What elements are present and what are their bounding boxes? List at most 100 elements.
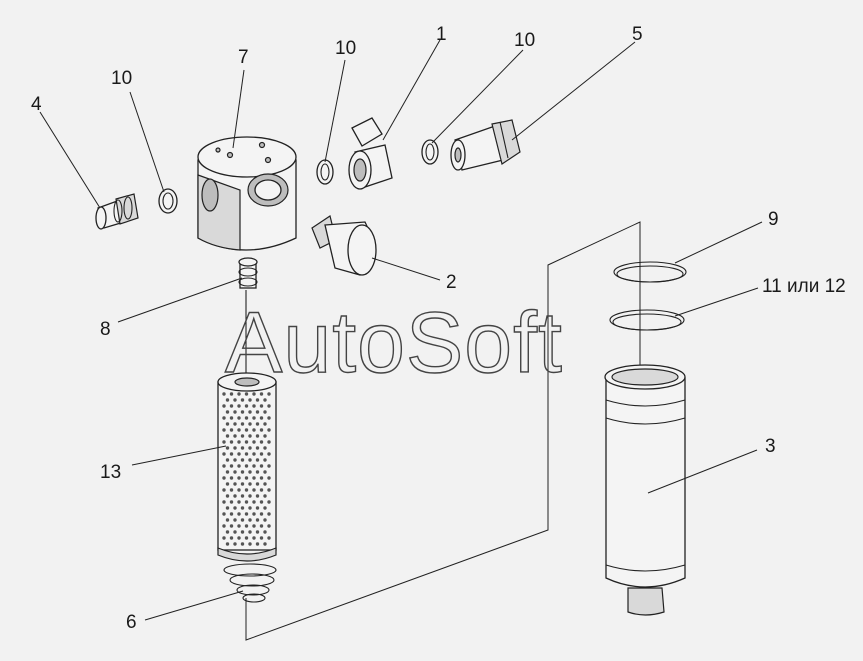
perforation-dot [229,404,234,408]
perforation-dot [248,434,252,438]
perforation-dot [255,458,260,462]
perforation-dot [233,518,237,522]
perforation-dot [233,506,237,510]
perforation-dot [267,476,271,480]
perforation-dot [255,446,260,450]
perforation-dot [248,470,252,474]
perforation-dot [252,488,256,492]
label-2: 2 [446,272,457,293]
leader-9 [674,221,763,264]
perforation-dot [229,500,234,504]
perforation-dot [267,512,271,516]
perforation-dot [259,536,264,540]
assembly-path-line [245,221,641,641]
perforation-dot [233,542,237,546]
label-6: 6 [126,612,137,633]
perforation-dot [225,482,230,486]
perforation-dot [263,530,267,534]
perforation-dot [255,494,260,498]
perforation-dot [225,434,230,438]
perforation-dot [240,458,245,462]
perforation-dot [233,494,237,498]
perforation-dot [237,476,241,480]
perforation-dot [222,452,226,456]
leader-10c [431,49,524,144]
perforation-dot [248,422,252,426]
perforation-dot [255,482,260,486]
part-2-plug [311,215,377,276]
perforation-dot [259,440,264,444]
perforation-dot [240,506,245,510]
perforation-dot [222,476,226,480]
perforation-dot [237,464,241,468]
perforation-dot [225,398,230,402]
perforation-dot [263,434,267,438]
perforation-dot [259,500,264,504]
perforation-dot [248,398,252,402]
perforation-dot [225,518,230,522]
perforation-dot [244,500,249,504]
perforation-dot [248,494,252,498]
perforation-dot [267,464,271,468]
perforation-dot [222,512,226,516]
perforation-dot [248,530,252,534]
perforation-dot [252,404,256,408]
perforation-dot [240,530,245,534]
label-5: 5 [632,24,643,45]
perforation-dot [252,476,256,480]
perforation-dot [244,536,249,540]
perforation-dot [252,416,256,420]
perforation-dot [237,488,241,492]
perforation-dot [229,428,234,432]
perforation-dot [255,422,260,426]
perforation-dot [263,542,267,546]
perforation-dot [252,392,256,396]
perforation-dot [229,464,234,468]
perforation-dot [248,458,252,462]
label-10-right: 10 [514,30,535,51]
perforation-dot [222,428,226,432]
label-11-or-12: 11 или 12 [762,276,846,297]
perforation-dot [244,476,249,480]
perforation-dot [255,542,260,546]
label-9: 9 [768,209,779,230]
perforation-dot [267,488,271,492]
perforation-dot [237,524,241,528]
perforation-dot [244,440,249,444]
part-9-o-ring [613,261,687,283]
perforation-dot [225,494,230,498]
perforation-dot [222,488,226,492]
perforation-dot [263,458,267,462]
perforation-dot [263,470,267,474]
leader-5 [511,41,636,141]
perforation-dot [244,464,249,468]
perforation-dot [263,494,267,498]
leader-11 [674,287,759,317]
perforation-dot [252,500,256,504]
perforation-dot [229,512,234,516]
perforation-dot [222,416,226,420]
perforation-dot [263,422,267,426]
perforation-dot [244,416,249,420]
perforation-dot [240,482,245,486]
perforation-dot [229,476,234,480]
leader-1 [382,39,441,141]
perforation-dot [267,428,271,432]
perforation-dot [252,512,256,516]
label-10-middle: 10 [335,38,356,59]
perforation-dot [252,440,256,444]
perforation-dot [229,416,234,420]
part-10-washer-right [421,139,439,165]
perforation-dot [237,392,241,396]
perforation-dot [259,392,264,396]
perforation-dot [225,506,230,510]
perforation-dot [259,488,264,492]
perforation-dot [263,506,267,510]
perforation-dot [267,500,271,504]
part-8-nipple [238,257,258,375]
perforation-dot [233,530,237,534]
perforation-dot [225,470,230,474]
label-10-left: 10 [111,68,132,89]
perforation-dot [225,422,230,426]
